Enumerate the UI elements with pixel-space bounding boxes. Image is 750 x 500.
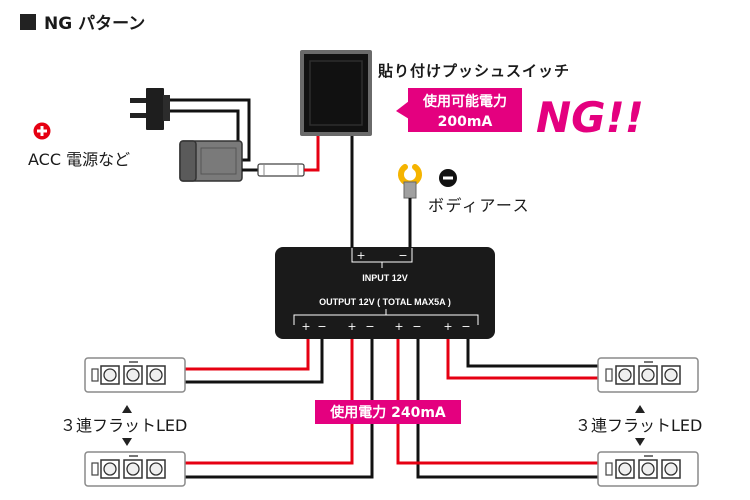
output-minus-label-3: − (412, 320, 421, 333)
capacity-callout: 使用可能電力 200mA (396, 88, 522, 132)
led-label-left: ３連フラットLED (60, 416, 187, 435)
output-wire-minus-4 (466, 339, 598, 368)
arrow-up-icon (122, 405, 132, 413)
output-plus-label-4: + (443, 320, 452, 333)
led-strip-bottom-left (84, 451, 186, 487)
ring-terminal (398, 164, 422, 199)
led-label-right: ３連フラットLED (575, 416, 702, 435)
switch-label: 貼り付けプッシュスイッチ (378, 62, 570, 80)
fuse-to-switch-wire (304, 136, 320, 172)
led-chip (123, 365, 143, 385)
led-chip (661, 459, 681, 479)
output-wire-minus-1 (185, 339, 324, 384)
output-wire-minus-3 (416, 339, 598, 479)
led-strip-top-left (84, 357, 186, 393)
output-wire-minus-2 (185, 339, 374, 479)
led-chip (615, 459, 635, 479)
output-minus-label-1: − (317, 320, 326, 333)
led-chip (123, 459, 143, 479)
arrow-down-icon (635, 438, 645, 446)
capacity-line1: 使用可能電力 (422, 93, 507, 110)
page-title: NG パターン (44, 14, 145, 34)
led-chip (100, 365, 120, 385)
fuse (257, 163, 305, 177)
output-wire-plus-2 (185, 339, 354, 465)
plug-wire (170, 98, 251, 162)
led-pad (91, 462, 99, 476)
led-chip (661, 365, 681, 385)
led-chip (100, 459, 120, 479)
led-strip-top-right (597, 357, 699, 393)
output-plus-label-1: + (301, 320, 310, 333)
push-switch (300, 50, 372, 136)
arrow-up-icon (635, 405, 645, 413)
input-minus-label: − (398, 249, 407, 262)
capacity-line2: 200mA (438, 114, 493, 130)
led-pad (91, 368, 99, 382)
input-plus-label: + (356, 249, 365, 262)
ng-mark: NG!! (536, 93, 644, 142)
plug-wire (170, 109, 240, 142)
led-resistor-mark (644, 455, 653, 457)
led-strip-bottom-right (597, 451, 699, 487)
acc-label: ACC 電源など (28, 150, 130, 169)
output-minus-label-4: − (461, 320, 470, 333)
output-minus-label-2: − (365, 320, 374, 333)
output-bracket (293, 309, 479, 325)
minus-circle-icon (439, 169, 457, 187)
plug-icon (130, 88, 170, 130)
output-plus-label-3: + (394, 320, 403, 333)
led-pad (605, 368, 613, 382)
body-earth-label: ボディアース (428, 196, 530, 215)
led-chip (638, 365, 658, 385)
led-resistor-mark (129, 455, 138, 457)
input-bracket (351, 248, 413, 268)
output-plus-label-2: + (347, 320, 356, 333)
arrow-down-icon (122, 438, 132, 446)
led-chip (146, 365, 166, 385)
led-resistor-mark (644, 361, 653, 363)
output-label: OUTPUT 12V ( TOTAL MAX5A ) (319, 297, 451, 307)
led-chip (146, 459, 166, 479)
connector-block (179, 140, 243, 182)
output-wire-plus-1 (185, 339, 310, 371)
usage-label: 使用電力 240mA (329, 404, 446, 421)
input-label: INPUT 12V (362, 273, 408, 283)
led-pad (605, 462, 613, 476)
plus-circle-icon (33, 122, 51, 140)
led-chip (638, 459, 658, 479)
output-wire-plus-3 (396, 339, 598, 465)
controller-box: + − INPUT 12V OUTPUT 12V ( TOTAL MAX5A )… (275, 247, 495, 339)
led-resistor-mark (129, 361, 138, 363)
output-wire-plus-4 (446, 339, 598, 380)
led-chip (615, 365, 635, 385)
title-square-icon (20, 14, 36, 30)
usage-callout: 使用電力 240mA (315, 400, 461, 424)
